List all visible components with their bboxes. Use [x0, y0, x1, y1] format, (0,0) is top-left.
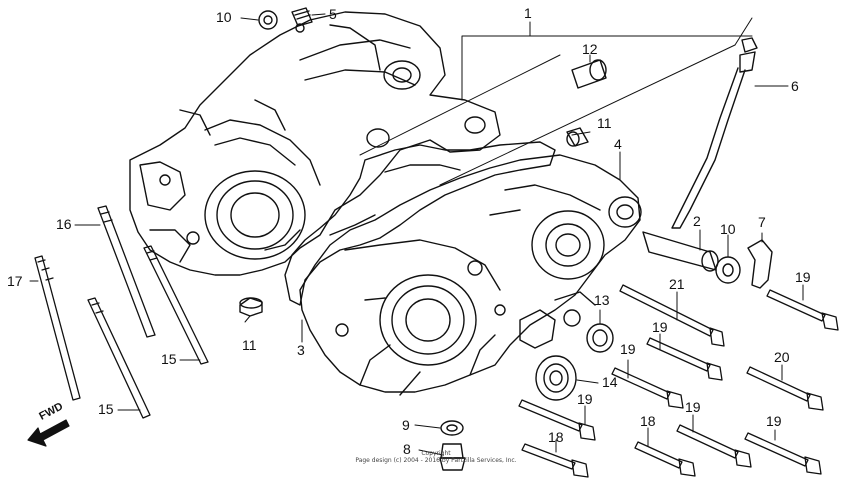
- callout-10-top: 10: [216, 9, 232, 25]
- callout-3: 3: [297, 342, 305, 358]
- callout-21: 21: [669, 276, 685, 292]
- callout-9: 9: [402, 417, 410, 433]
- callout-19-bottom-right: 19: [766, 413, 782, 429]
- fwd-arrow-icon: [27, 419, 70, 447]
- callout-16: 16: [56, 216, 72, 232]
- callout-4: 4: [614, 136, 622, 152]
- leader-lines: [29, 13, 804, 456]
- callout-13: 13: [594, 292, 610, 308]
- callout-15-upper: 15: [161, 351, 177, 367]
- callout-5: 5: [329, 6, 337, 22]
- copyright-notice: Copyright Page design (c) 2004 - 2016 by…: [336, 450, 536, 464]
- callout-12: 12: [582, 41, 598, 57]
- right-crankcase-half: [299, 154, 642, 396]
- callout-2: 2: [693, 213, 701, 229]
- callout-19-left-mid: 19: [620, 341, 636, 357]
- callout-17: 17: [7, 273, 23, 289]
- callout-18-bottom: 18: [640, 413, 656, 429]
- callout-10-right: 10: [720, 221, 736, 237]
- small-parts: [239, 7, 773, 471]
- copyright-title: Copyright: [421, 450, 451, 457]
- callout-6: 6: [791, 78, 799, 94]
- left-crankcase-half: [129, 11, 501, 276]
- callout-20: 20: [774, 349, 790, 365]
- callout-19-bottom-middle: 19: [685, 399, 701, 415]
- callout-19-center: 19: [577, 391, 593, 407]
- callout-1: 1: [524, 5, 532, 21]
- copyright-text: Page design (c) 2004 - 2016 by Partzilla…: [355, 457, 517, 464]
- callout-15-lower: 15: [98, 401, 114, 417]
- callout-11-upper: 11: [597, 115, 612, 131]
- callout-19-mid: 19: [652, 319, 668, 335]
- bolts: [518, 284, 839, 478]
- callout-7: 7: [758, 214, 766, 230]
- callout-11-lower: 11: [242, 337, 257, 353]
- studs: [34, 205, 209, 419]
- crankcase-gasket: [284, 141, 556, 306]
- callout-19-right-top: 19: [795, 269, 811, 285]
- callout-18-center: 18: [548, 429, 564, 445]
- callout-8: 8: [403, 441, 411, 457]
- callout-14: 14: [602, 374, 618, 390]
